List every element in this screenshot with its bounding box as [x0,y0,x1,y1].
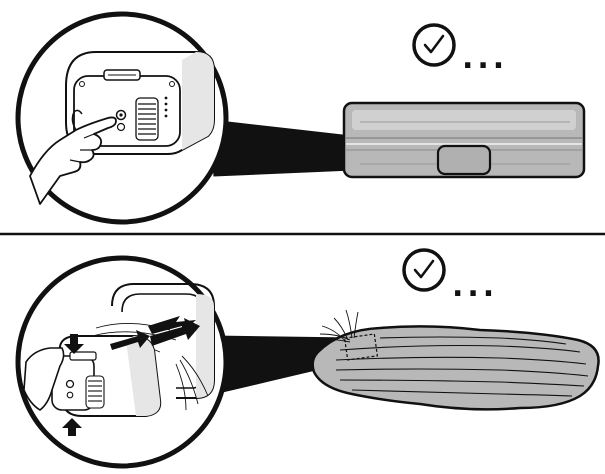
clock-check-icon [402,248,446,292]
bottom-magnifier [15,255,229,469]
pad-detail-box [436,144,492,176]
top-panel: ... [15,11,586,225]
device-body [51,335,162,417]
lint-patch [343,333,379,361]
push-arrow-icon [62,316,200,436]
filter-frame [111,283,215,399]
bottom-panel: ... [15,248,600,469]
lint-pad-icon [311,309,600,411]
top-magnifier [15,11,229,225]
holding-hand [23,347,65,411]
pointing-hand-icon [29,109,117,205]
top-ellipsis: ... [462,41,508,76]
lint-fibers [313,309,359,343]
bottom-ellipsis: ... [452,269,498,304]
filter-pad-icon [342,101,586,179]
clock-check-icon [412,23,456,67]
vent-grille [135,97,159,141]
